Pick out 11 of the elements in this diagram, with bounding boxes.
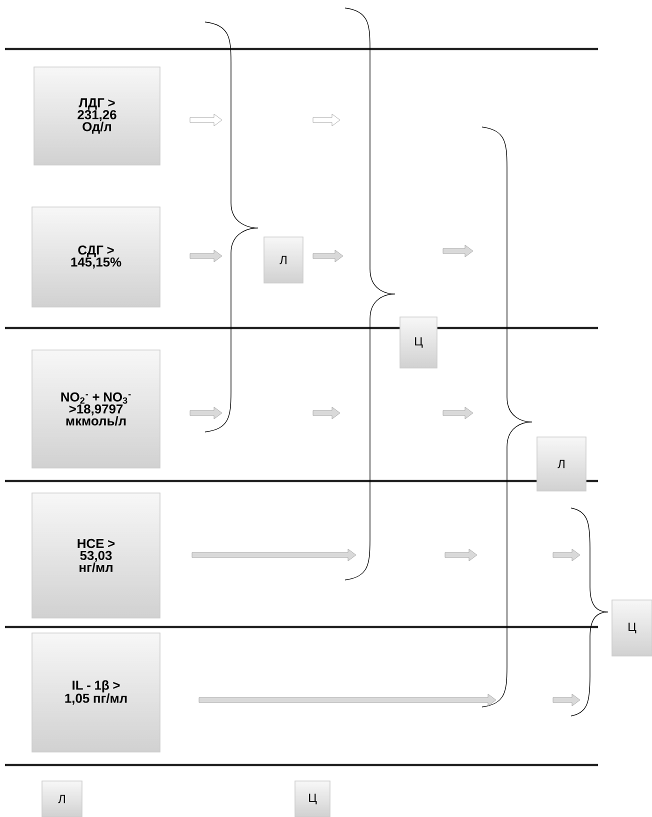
marker-box: IL - 1β > 1,05 пг/мл xyxy=(32,632,160,752)
letter-box: Л xyxy=(264,236,304,284)
letter-box: Ц xyxy=(400,316,438,368)
marker-box: ЛДГ > 231,26 Од/л xyxy=(34,66,160,166)
letter-box: Л xyxy=(42,780,82,817)
marker-box: НСЕ > 53,03 нг/мл xyxy=(32,492,160,618)
marker-box: СДГ > 145,15% xyxy=(32,206,160,308)
letter-box: Ц xyxy=(612,600,652,656)
letter-box: Ц xyxy=(294,780,330,817)
letter-box: Л xyxy=(536,436,586,492)
marker-box: NO$_{2}$$^{-}$ + NO$_{3}$- >18,9797 мкмоль/л xyxy=(32,350,160,468)
